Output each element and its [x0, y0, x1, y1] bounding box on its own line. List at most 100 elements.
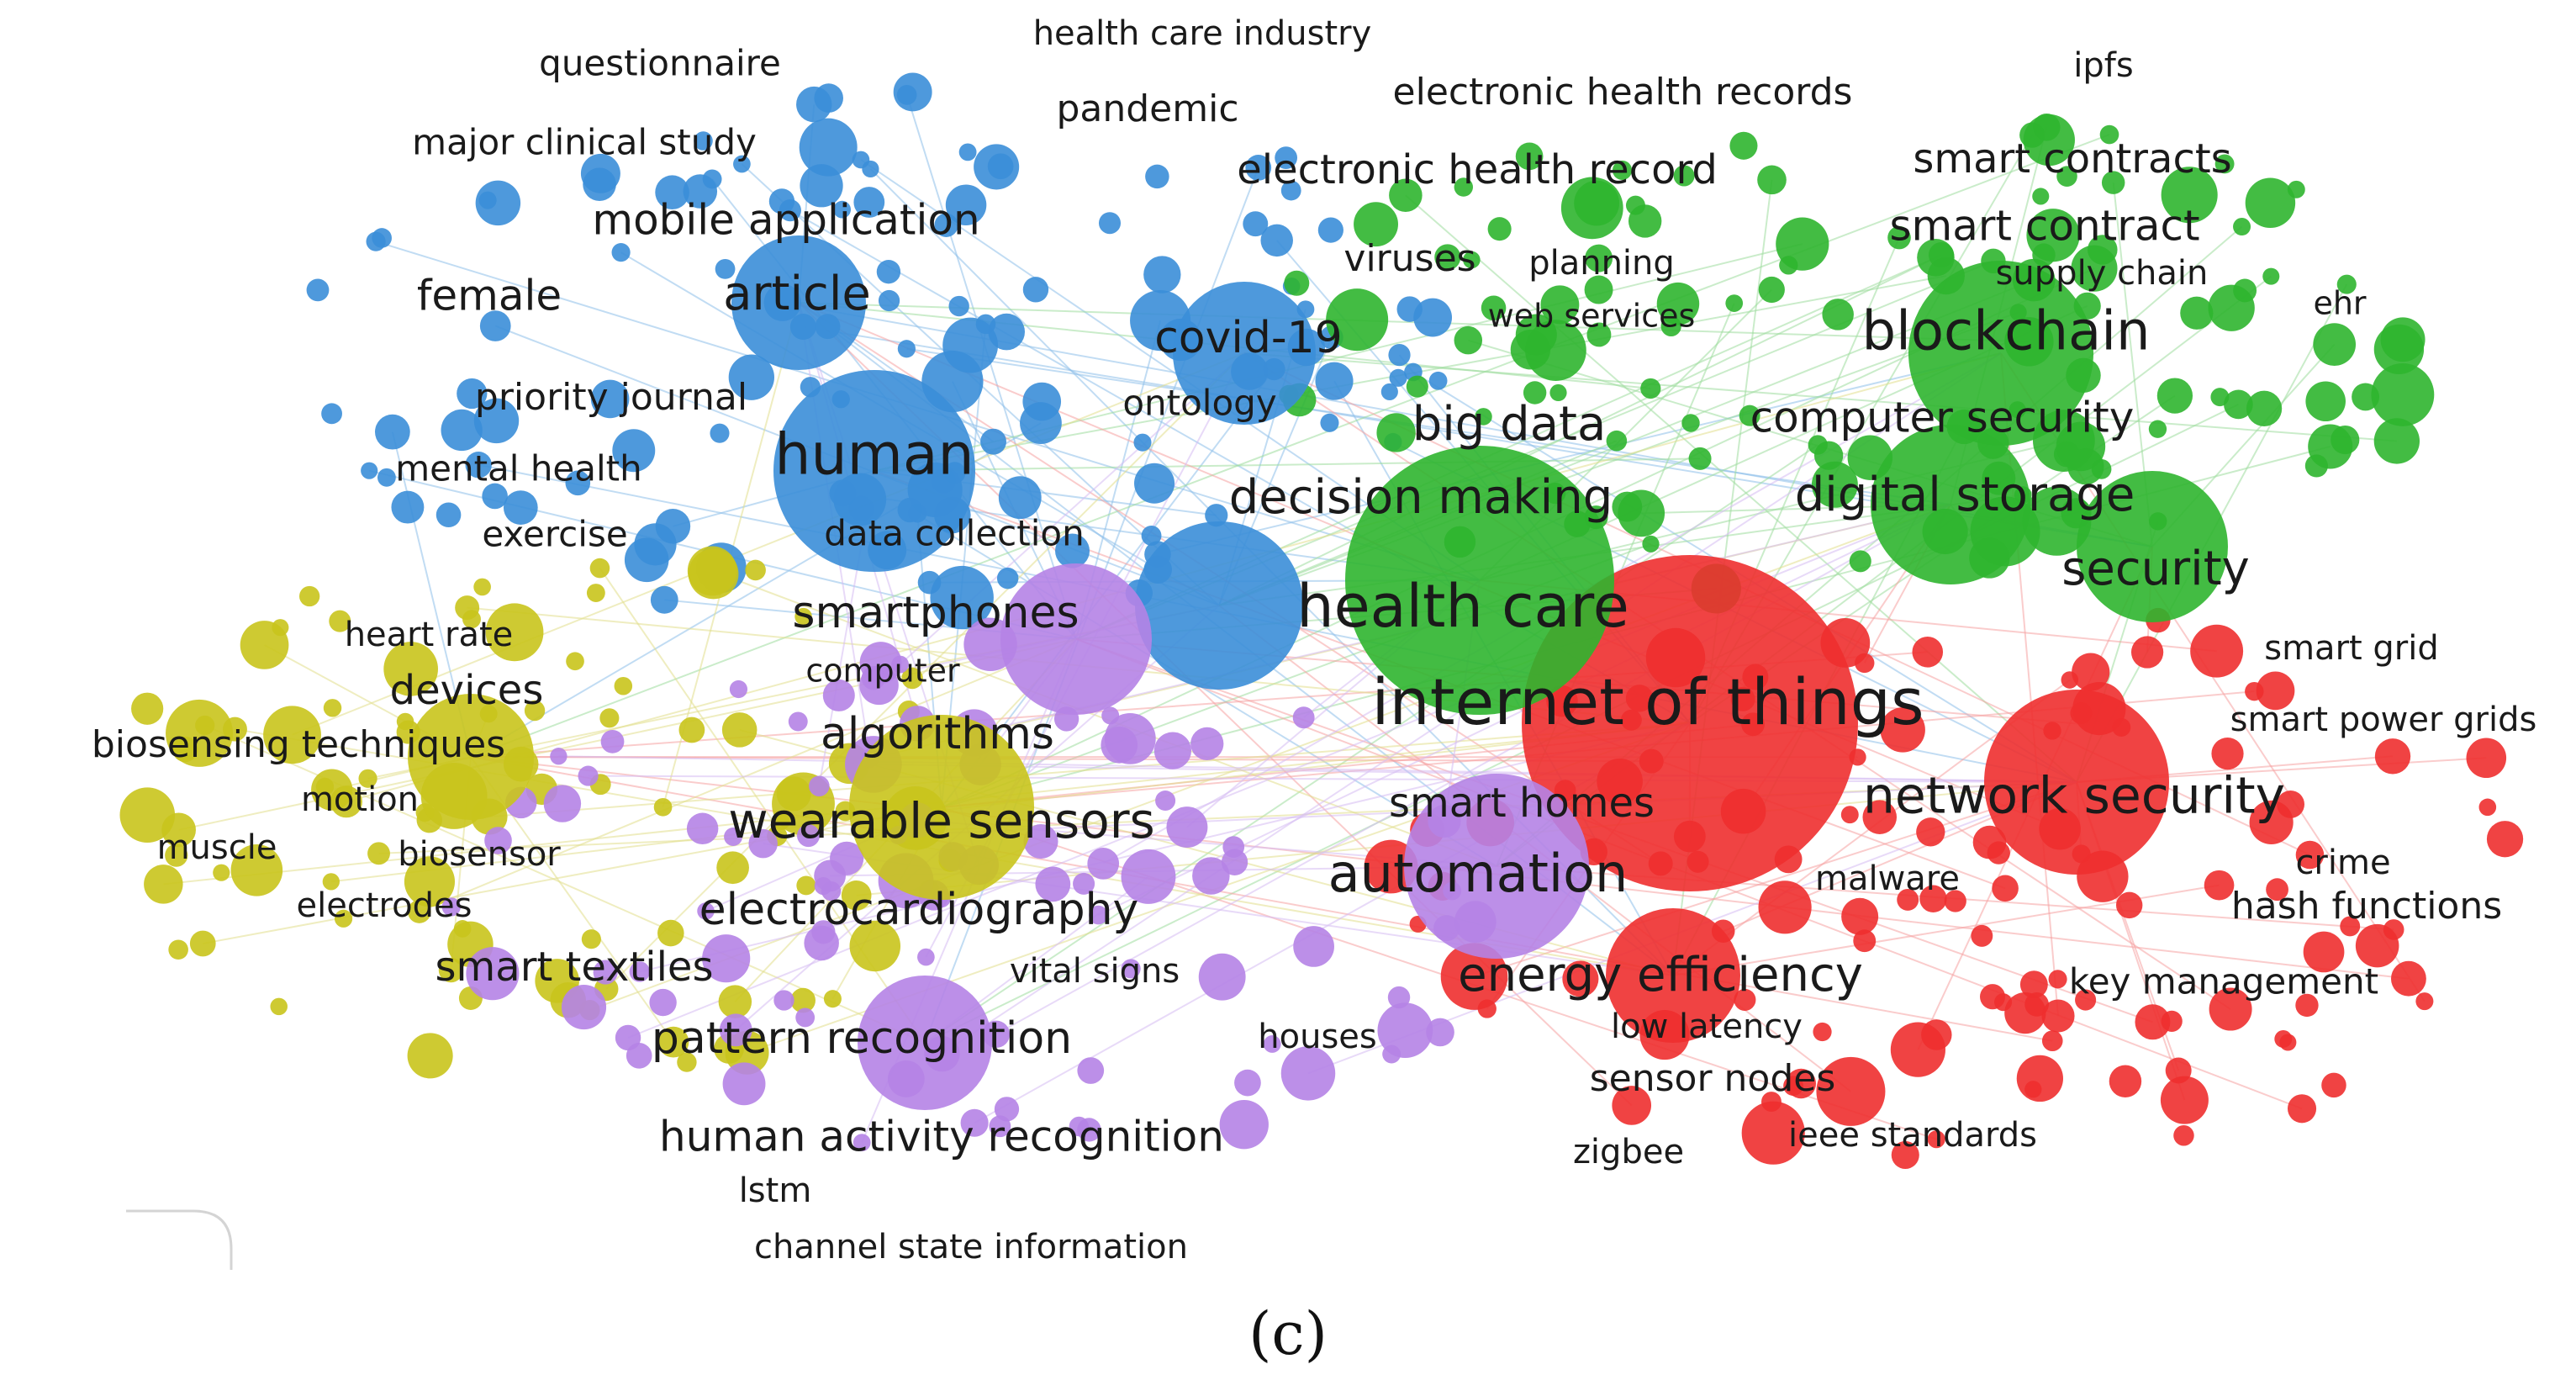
node-bubble	[697, 902, 715, 920]
node-bubble	[1143, 256, 1181, 293]
node-bubble	[358, 769, 377, 788]
node-bubble	[1234, 1069, 1261, 1097]
node-bubble	[1739, 405, 1760, 426]
node-bubble	[629, 961, 651, 982]
node-bubble	[334, 909, 353, 928]
node-bubble	[1729, 131, 1758, 160]
term-label-mental-health: mental health	[395, 448, 642, 489]
node-bubble	[716, 851, 749, 885]
term-label-biosensor: biosensor	[398, 835, 561, 874]
node-bubble	[994, 1097, 1020, 1122]
node-bubble	[896, 84, 917, 105]
node-bubble	[988, 313, 1025, 351]
node-bubble	[2099, 124, 2119, 145]
node-bubble	[361, 462, 378, 479]
node-bubble	[1104, 712, 1156, 764]
node-bubble	[722, 1062, 766, 1106]
node-bubble	[1741, 1101, 1805, 1165]
node-bubble	[776, 776, 811, 812]
node-bubble	[2380, 317, 2426, 362]
network-link	[1405, 194, 2077, 783]
hub-node-bubble	[858, 976, 992, 1110]
term-label-channel-state-information: channel state information	[754, 1228, 1188, 1266]
node-bubble	[853, 1134, 871, 1152]
node-bubble	[466, 947, 520, 1001]
network-link	[1157, 352, 2002, 556]
node-bubble	[1121, 849, 1176, 904]
node-bubble	[1525, 320, 1586, 381]
node-bubble	[878, 289, 900, 312]
node-bubble	[1481, 295, 1507, 321]
node-bubble	[1585, 244, 1613, 272]
node-bubble	[833, 200, 852, 219]
term-label-ehr: ehr	[2313, 285, 2366, 322]
node-bubble	[435, 502, 462, 528]
node-bubble	[1523, 381, 1547, 405]
node-bubble	[484, 827, 512, 854]
node-bubble	[2091, 458, 2112, 479]
node-bubble	[917, 570, 942, 595]
node-bubble	[650, 585, 678, 614]
term-label-malware: malware	[1815, 859, 1960, 898]
term-label-key-management: key management	[2069, 961, 2378, 1002]
node-bubble	[213, 864, 230, 881]
node-bubble	[1192, 857, 1230, 895]
node-bubble	[1540, 285, 1580, 325]
term-label-hash-functions: hash functions	[2231, 885, 2502, 928]
node-bubble	[796, 875, 816, 896]
node-bubble	[1364, 839, 1418, 894]
node-bubble	[2115, 891, 2143, 919]
node-bubble	[2190, 624, 2244, 678]
node-bubble	[948, 295, 969, 317]
node-bubble	[1853, 929, 1877, 953]
term-label-smart-contract: smart contract	[1889, 202, 2199, 251]
node-bubble	[1280, 1046, 1336, 1101]
node-bubble	[799, 118, 858, 177]
node-bubble	[391, 490, 425, 524]
node-bubble	[263, 706, 321, 764]
hub-node-bubble	[1522, 555, 1858, 891]
node-bubble	[593, 960, 618, 985]
term-label-algorithms: algorithms	[821, 709, 1054, 759]
node-bubble	[2383, 919, 2404, 940]
term-label-electronic-health-record: electronic health record	[1237, 146, 1718, 193]
term-label-electrodes: electrodes	[297, 886, 472, 925]
node-bubble	[686, 812, 719, 845]
node-bubble	[1779, 256, 1798, 275]
node-bubble	[561, 985, 607, 1030]
node-bubble	[653, 797, 673, 817]
hub-node-bubble	[408, 694, 534, 820]
node-bubble	[1292, 706, 1315, 729]
node-bubble	[849, 920, 901, 972]
node-bubble	[2331, 425, 2360, 455]
node-bubble	[1023, 824, 1058, 859]
node-bubble	[2180, 296, 2214, 330]
node-bubble	[1198, 953, 1246, 1001]
node-bubble	[2478, 798, 2497, 817]
term-label-energy-efficiency: energy efficiency	[1458, 948, 1863, 1002]
node-bubble	[1822, 299, 1854, 330]
term-label-health-care: health care	[1296, 572, 1629, 641]
node-bubble	[2161, 167, 2218, 224]
term-label-priority-journal: priority journal	[475, 376, 747, 419]
node-bubble	[814, 859, 846, 892]
node-bubble	[2486, 821, 2524, 858]
node-bubble	[1077, 1057, 1105, 1084]
node-bubble	[1434, 244, 1461, 271]
node-bubble	[989, 1115, 1011, 1138]
node-bubble	[2032, 243, 2056, 267]
node-bubble	[1426, 1018, 1454, 1047]
node-bubble	[2048, 970, 2067, 989]
node-bubble	[377, 468, 396, 487]
term-label-smart-textiles: smart textiles	[435, 944, 714, 991]
node-bubble	[1141, 526, 1162, 546]
node-bubble	[779, 199, 801, 222]
term-label-major-clinical-study: major clinical study	[412, 122, 757, 163]
term-label-internet-of-things: internet of things	[1371, 664, 1924, 739]
node-bubble	[383, 642, 438, 696]
node-bubble	[677, 1052, 697, 1072]
term-label-heart-rate: heart rate	[345, 616, 514, 654]
node-bubble	[2088, 235, 2118, 265]
